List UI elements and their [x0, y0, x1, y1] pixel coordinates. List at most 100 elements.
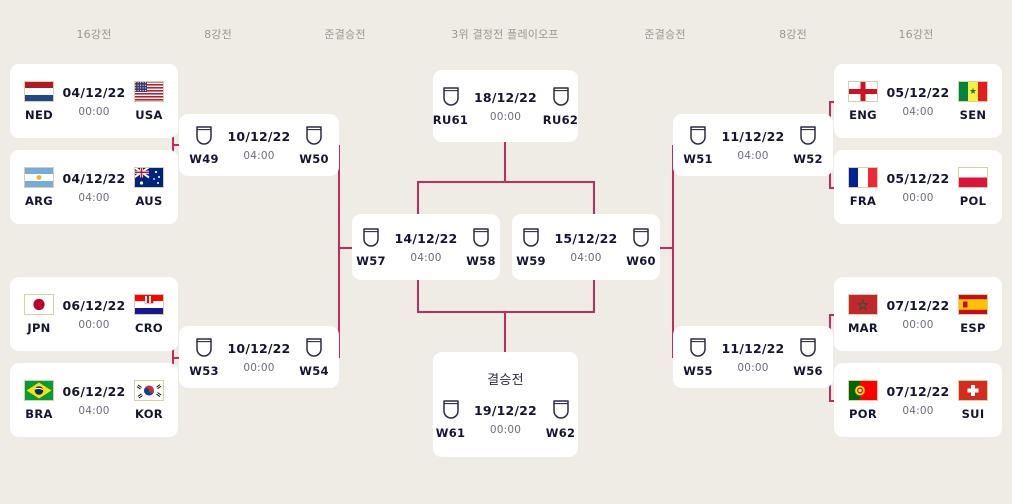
- away-team: USA: [127, 80, 171, 122]
- bracket-connector: [338, 145, 340, 357]
- netherlands-flag-icon: [24, 80, 54, 102]
- shield-icon: [799, 337, 817, 358]
- home-team-code: W51: [683, 151, 713, 166]
- away-team: POL: [951, 166, 995, 208]
- home-team: ARG: [17, 166, 61, 208]
- home-team: W61: [429, 399, 473, 440]
- usa-flag-icon: [134, 80, 164, 102]
- away-team: W54: [292, 337, 336, 378]
- bracket-connector: [172, 357, 181, 359]
- away-team: RU62: [539, 86, 583, 127]
- match-date: 06/12/22: [62, 297, 126, 313]
- match-date: 05/12/22: [886, 84, 950, 100]
- shield-icon: [305, 337, 323, 358]
- round-label-0: 16강전: [76, 28, 112, 41]
- home-team: W49: [182, 125, 226, 166]
- shield-icon: [552, 86, 570, 107]
- match-time: 04:00: [243, 149, 275, 162]
- away-team-code: SEN: [959, 107, 987, 122]
- away-team: W60: [619, 227, 663, 268]
- morocco-flag-icon: [848, 293, 878, 315]
- home-team: W53: [182, 337, 226, 378]
- england-flag-icon: [848, 80, 878, 102]
- away-team-code: W54: [299, 363, 329, 378]
- shield-icon: [305, 125, 323, 146]
- away-team-code: POL: [959, 193, 987, 208]
- bracket-connector: [829, 400, 835, 402]
- away-team: ESP: [951, 293, 995, 335]
- home-team: MAR: [841, 293, 885, 335]
- shield-icon: [195, 125, 213, 146]
- southkorea-flag-icon: [134, 379, 164, 401]
- round-label-6: 16강전: [898, 28, 934, 41]
- shield-icon: [632, 227, 650, 248]
- away-team: AUS: [127, 166, 171, 208]
- bracket-connector: [829, 187, 835, 189]
- shield-icon: [442, 86, 460, 107]
- bracket-connector: [417, 280, 419, 312]
- spain-flag-icon: [958, 293, 988, 315]
- away-team-code: W58: [466, 253, 496, 268]
- match-time: 00:00: [902, 318, 934, 331]
- bracket-connector: [829, 314, 835, 316]
- home-team: RU61: [429, 86, 473, 127]
- away-team: W50: [292, 125, 336, 166]
- bracket-connector: [593, 280, 595, 312]
- match-date: 10/12/22: [227, 340, 291, 356]
- match-date: 19/12/22: [474, 403, 537, 418]
- home-team: POR: [841, 379, 885, 421]
- home-team-code: W59: [516, 253, 546, 268]
- away-team: CRO: [127, 293, 171, 335]
- match-time: 04:00: [737, 149, 769, 162]
- away-team: KOR: [127, 379, 171, 421]
- match-time: 00:00: [243, 361, 275, 374]
- match-date: 04/12/22: [62, 84, 126, 100]
- match-time: 04:00: [902, 105, 934, 118]
- home-team: ENG: [841, 80, 885, 122]
- home-team: BRA: [17, 379, 61, 421]
- home-team-code: JPN: [27, 320, 51, 335]
- match-time: 00:00: [737, 361, 769, 374]
- match-datetime: 10/12/22 00:00: [226, 341, 292, 374]
- away-team-code: RU62: [542, 112, 579, 127]
- away-team-code: ESP: [960, 320, 986, 335]
- match-date: 05/12/22: [886, 170, 950, 186]
- shield-icon: [689, 337, 707, 358]
- bracket-connector: [417, 181, 419, 215]
- bracket-connector: [417, 311, 595, 313]
- home-team-code: BRA: [25, 406, 53, 421]
- bracket-connector: [593, 181, 595, 215]
- match-card-title: 결승전: [487, 373, 524, 388]
- away-team-code: USA: [135, 107, 163, 122]
